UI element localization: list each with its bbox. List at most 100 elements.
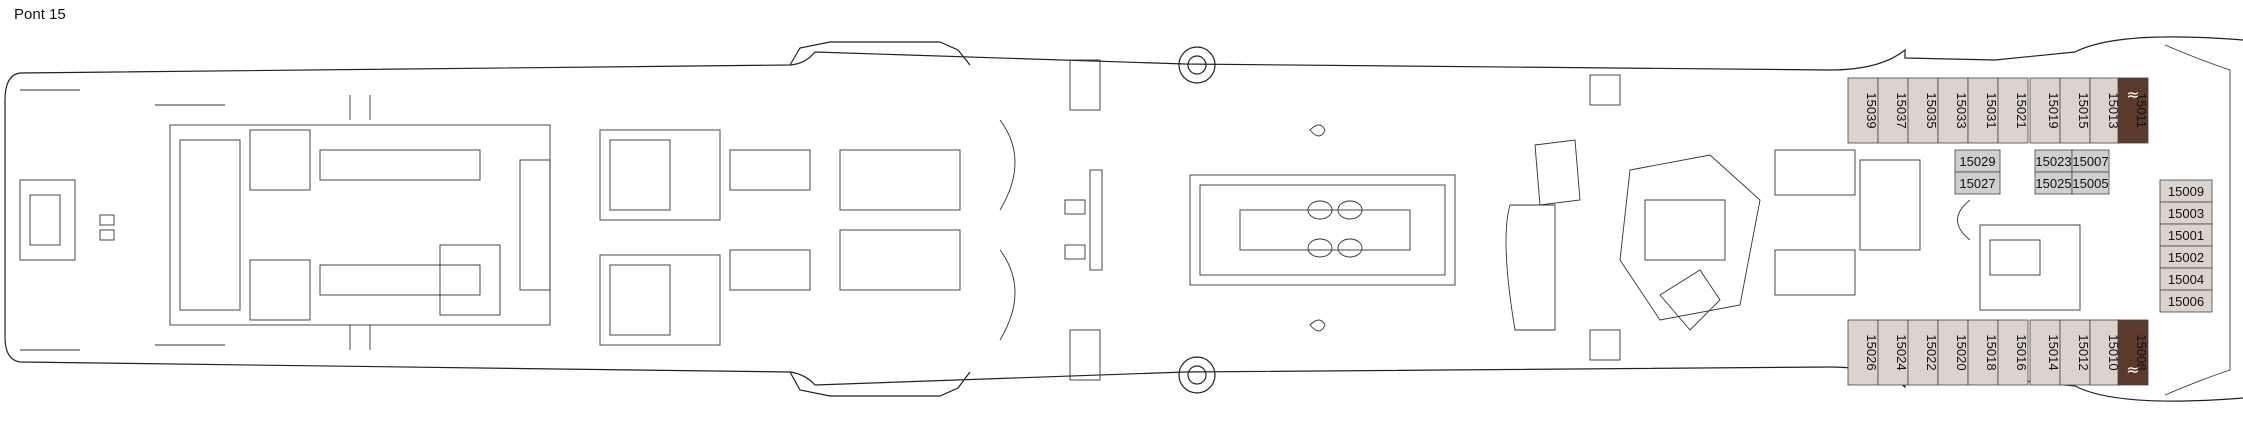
cabin-column-right: 15009 15003 15001 15002 15004 15006 (2159, 179, 2213, 313)
cabin-number: 15039 (1864, 92, 1879, 128)
cabin-number: 15029 (1959, 154, 1995, 169)
cabin-number: 15021 (2014, 92, 2029, 128)
cabin-number: 15001 (2168, 228, 2204, 243)
bow-area (19, 89, 115, 351)
cabin-box[interactable] (2159, 289, 2213, 313)
cabin-15007[interactable]: 15007 (2071, 149, 2110, 173)
cabin-15027[interactable]: 15027 (1954, 171, 2001, 195)
cabin-15008[interactable]: 15008≈ (2117, 319, 2149, 386)
cabin-15001[interactable]: 15001 (2159, 223, 2213, 247)
cabin-15013[interactable]: 15013 (2089, 77, 2121, 144)
wave-logo-icon: ≈ (2126, 85, 2139, 104)
cabin-15002[interactable]: 15002 (2159, 245, 2213, 269)
cabin-15015[interactable]: 15015 (2059, 77, 2091, 144)
cabin-number: 15026 (1864, 334, 1879, 370)
cabin-15025[interactable]: 15025 (2034, 171, 2073, 195)
cabin-number: 15002 (2168, 250, 2204, 265)
cabin-15019[interactable]: 15019 (2029, 77, 2061, 144)
cabin-number: 15003 (2168, 206, 2204, 221)
pool-deck (1189, 124, 1456, 332)
cabin-number: 15020 (1954, 334, 1969, 370)
cabin-15026[interactable]: 15026 (1847, 319, 1879, 386)
cabin-15010[interactable]: 15010 (2089, 319, 2121, 386)
cabin-15011[interactable]: 15011≈ (2117, 77, 2149, 144)
cabin-number: 15025 (2035, 176, 2071, 191)
cabin-number: 15010 (2106, 334, 2121, 370)
cabin-number: 15024 (1894, 334, 1909, 370)
cabin-number: 15012 (2076, 334, 2091, 370)
cabin-number: 15007 (2072, 154, 2108, 169)
cabin-number: 15018 (1984, 334, 1999, 370)
cabin-box[interactable] (2029, 319, 2061, 386)
cabin-15029[interactable]: 15029 (1954, 149, 2001, 173)
cabin-number: 15009 (2168, 184, 2204, 199)
deck-title: Pont 15 (14, 6, 66, 23)
cabin-number: 15022 (1924, 334, 1939, 370)
cabin-box[interactable] (2071, 171, 2110, 195)
cabin-box[interactable] (1907, 77, 1939, 144)
cabin-number: 15023 (2035, 154, 2071, 169)
cabin-box[interactable] (1847, 77, 1879, 144)
cabin-number: 15016 (2014, 334, 2029, 370)
cabin-number: 15004 (2168, 272, 2204, 287)
cabin-box[interactable] (1997, 319, 2029, 386)
mid-forward-block (599, 59, 1103, 381)
cabin-15035[interactable]: 15035 (1907, 77, 1939, 144)
funnel-bottom (789, 371, 971, 397)
cabin-15033[interactable]: 15033 (1937, 77, 1969, 144)
cabin-15037[interactable]: 15037 (1877, 77, 1909, 144)
cabin-15021[interactable]: 15021 (1997, 77, 2029, 144)
aft-venue-block (1505, 74, 1921, 361)
cabin-box[interactable] (2029, 77, 2061, 144)
cabin-number: 15008 (2134, 334, 2149, 370)
cabin-number: 15037 (1894, 92, 1909, 128)
cabin-box[interactable] (1954, 171, 2001, 195)
cabin-number: 15005 (2072, 176, 2108, 191)
cabin-15003[interactable]: 15003 (2159, 201, 2213, 225)
cabin-15016[interactable]: 15016 (1997, 319, 2029, 386)
cabin-number: 15013 (2106, 92, 2121, 128)
cabin-15024[interactable]: 15024 (1877, 319, 1909, 386)
lifeboat-ring-icon (1178, 46, 1216, 394)
cabin-15004[interactable]: 15004 (2159, 267, 2213, 291)
cabin-box[interactable] (1877, 77, 1909, 144)
stern-area (1957, 44, 2231, 396)
cabin-number: 15031 (1984, 92, 1999, 128)
cabin-15009[interactable]: 15009 (2159, 179, 2213, 203)
cabin-box[interactable] (1967, 319, 1999, 386)
cabin-box[interactable] (1967, 77, 1999, 144)
cabin-box[interactable] (2059, 77, 2091, 144)
cabin-box[interactable] (1877, 319, 1909, 386)
cabin-box[interactable] (2089, 319, 2121, 386)
cabin-15039[interactable]: 15039 (1847, 77, 1879, 144)
cabin-15006[interactable]: 15006 (2159, 289, 2213, 313)
cabin-15018[interactable]: 15018 (1967, 319, 1999, 386)
cabin-number: 15027 (1959, 176, 1995, 191)
cabin-15014[interactable]: 15014 (2029, 319, 2061, 386)
cabin-box[interactable] (1997, 77, 2029, 144)
cabin-15012[interactable]: 15012 (2059, 319, 2091, 386)
cabin-number: 15006 (2168, 294, 2204, 309)
cabin-number: 15014 (2046, 334, 2061, 370)
hull-outline (4, 36, 2243, 402)
wave-logo-icon: ≈ (2126, 360, 2139, 379)
cabin-box[interactable] (2059, 319, 2091, 386)
cabin-box[interactable] (1907, 319, 1939, 386)
cabin-15023[interactable]: 15023 (2034, 149, 2073, 173)
cabin-15022[interactable]: 15022 (1907, 319, 1939, 386)
funnel-top (789, 41, 971, 66)
cabin-box[interactable] (1847, 319, 1879, 386)
cabin-row-bottom: 15026 15024 15022 15020 15018 15016 15014 15012… (1847, 319, 2149, 386)
forward-venue-block (155, 95, 551, 350)
cabin-15005[interactable]: 15005 (2071, 171, 2110, 195)
cabin-box[interactable] (2117, 77, 2149, 144)
cabin-box[interactable] (1937, 319, 1969, 386)
cabin-15020[interactable]: 15020 (1937, 319, 1969, 386)
cabin-15031[interactable]: 15031 (1967, 77, 1999, 144)
cabin-box[interactable] (2089, 77, 2121, 144)
cabin-box[interactable] (1937, 77, 1969, 144)
cabin-number: 15011 (2134, 93, 2149, 128)
cabin-box[interactable] (2117, 319, 2149, 386)
cabin-number: 15035 (1924, 92, 1939, 128)
